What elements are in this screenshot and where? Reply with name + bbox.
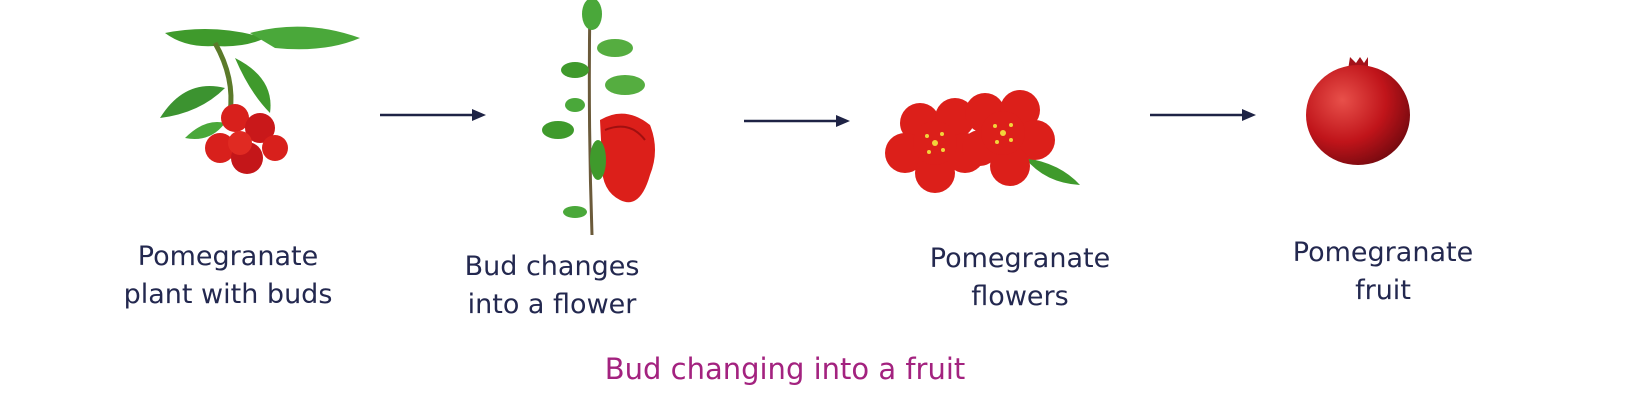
arrow-icon xyxy=(744,115,850,127)
diagram-caption: Bud changing into a fruit xyxy=(604,352,966,386)
label-line: Pomegranate xyxy=(1292,237,1474,268)
stage-label-flowers: Pomegranate flowers xyxy=(890,240,1150,316)
label-line: into a flower xyxy=(467,289,637,320)
flowers-image xyxy=(885,90,1080,193)
arrow-icon xyxy=(1150,109,1256,121)
stage-label-bud-to-flower: Bud changes into a flower xyxy=(422,248,682,324)
label-line: plant with buds xyxy=(123,279,333,310)
label-line: Bud changes xyxy=(464,251,640,282)
stage-label-fruit: Pomegranate fruit xyxy=(1253,234,1513,310)
bud-to-flower-image xyxy=(542,0,655,236)
arrow-icon xyxy=(380,109,486,121)
stage-label-plant-with-buds: Pomegranate plant with buds xyxy=(98,238,358,314)
label-line: Pomegranate xyxy=(137,241,319,272)
fruit-image xyxy=(1306,57,1410,165)
label-line: flowers xyxy=(971,281,1069,312)
label-line: fruit xyxy=(1355,275,1411,306)
label-line: Pomegranate xyxy=(929,243,1111,274)
plant-with-buds-image xyxy=(160,26,360,174)
